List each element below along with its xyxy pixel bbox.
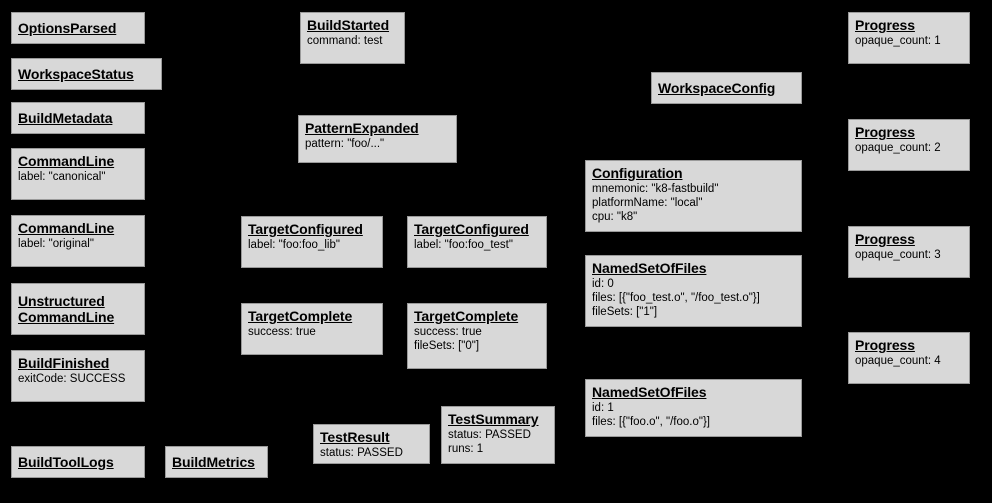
node-title: NamedSetOfFiles xyxy=(592,260,707,276)
node-body: status: PASSED runs: 1 xyxy=(448,429,531,455)
node-build-finished[interactable]: BuildFinished exitCode: SUCCESS xyxy=(11,350,145,402)
node-body: pattern: "foo/..." xyxy=(305,138,385,150)
node-title: TargetConfigured xyxy=(414,221,529,237)
node-title: TargetComplete xyxy=(414,308,519,324)
node-title: TestSummary xyxy=(448,411,539,427)
node-title: Unstructured CommandLine xyxy=(18,292,115,325)
node-body: id: 0 files: [{"foo_test.o", "/foo_test.… xyxy=(592,278,760,318)
node-build-metadata[interactable]: BuildMetadata xyxy=(11,102,145,134)
node-body: opaque_count: 3 xyxy=(855,249,941,261)
node-title: NamedSetOfFiles xyxy=(592,384,707,400)
node-body: id: 1 files: [{"foo.o", "/foo.o"}] xyxy=(592,402,710,428)
node-title: Progress xyxy=(855,124,915,140)
node-body: status: PASSED xyxy=(320,447,403,459)
node-test-summary[interactable]: TestSummary status: PASSED runs: 1 xyxy=(441,406,555,464)
node-title: CommandLine xyxy=(18,220,115,236)
node-configuration[interactable]: Configuration mnemonic: "k8-fastbuild" pl… xyxy=(585,160,802,232)
node-title: Progress xyxy=(855,231,915,247)
node-workspace-status[interactable]: WorkspaceStatus xyxy=(11,58,162,90)
node-named-set-of-files-0[interactable]: NamedSetOfFiles id: 0 files: [{"foo_test.… xyxy=(585,255,802,327)
node-body: opaque_count: 2 xyxy=(855,142,941,154)
node-body: success: true xyxy=(248,326,316,338)
node-title: Progress xyxy=(855,17,915,33)
node-body: opaque_count: 4 xyxy=(855,355,941,367)
node-title: WorkspaceConfig xyxy=(658,79,776,96)
node-title: CommandLine xyxy=(18,153,115,169)
node-body: label: "original" xyxy=(18,238,94,250)
node-title: TestResult xyxy=(320,429,390,445)
node-build-started[interactable]: BuildStarted command: test xyxy=(300,12,405,64)
node-title: BuildFinished xyxy=(18,355,110,371)
node-pattern-expanded[interactable]: PatternExpanded pattern: "foo/..." xyxy=(298,115,457,163)
node-options-parsed[interactable]: OptionsParsed xyxy=(11,12,145,44)
node-named-set-of-files-1[interactable]: NamedSetOfFiles id: 1 files: [{"foo.o", "… xyxy=(585,379,802,437)
node-target-configured-test[interactable]: TargetConfigured label: "foo:foo_test" xyxy=(407,216,547,268)
node-title: BuildToolLogs xyxy=(18,453,114,470)
node-progress-3[interactable]: Progress opaque_count: 3 xyxy=(848,226,970,278)
node-progress-4[interactable]: Progress opaque_count: 4 xyxy=(848,332,970,384)
node-build-metrics[interactable]: BuildMetrics xyxy=(165,446,268,478)
node-title: TargetConfigured xyxy=(248,221,363,237)
node-title: Progress xyxy=(855,337,915,353)
node-title: OptionsParsed xyxy=(18,19,117,36)
node-test-result[interactable]: TestResult status: PASSED xyxy=(313,424,430,464)
node-workspace-config[interactable]: WorkspaceConfig xyxy=(651,72,802,104)
node-body: success: true fileSets: ["0"] xyxy=(414,326,482,352)
node-body: label: "foo:foo_lib" xyxy=(248,239,340,251)
node-target-configured-lib[interactable]: TargetConfigured label: "foo:foo_lib" xyxy=(241,216,383,268)
node-command-line-canonical[interactable]: CommandLine label: "canonical" xyxy=(11,148,145,200)
node-body: command: test xyxy=(307,35,383,47)
node-body: exitCode: SUCCESS xyxy=(18,373,126,385)
node-title: BuildMetrics xyxy=(172,453,255,470)
node-body: label: "foo:foo_test" xyxy=(414,239,513,251)
node-progress-1[interactable]: Progress opaque_count: 1 xyxy=(848,12,970,64)
node-title: WorkspaceStatus xyxy=(18,65,134,82)
node-title: BuildMetadata xyxy=(18,109,113,126)
node-body: mnemonic: "k8-fastbuild" platformName: "… xyxy=(592,183,719,223)
node-title: Configuration xyxy=(592,165,683,181)
node-title: BuildStarted xyxy=(307,17,390,33)
node-target-complete-test[interactable]: TargetComplete success: true fileSets: ["… xyxy=(407,303,547,369)
node-build-tool-logs[interactable]: BuildToolLogs xyxy=(11,446,145,478)
node-title: PatternExpanded xyxy=(305,120,419,136)
node-unstructured-command-line[interactable]: Unstructured CommandLine xyxy=(11,283,145,335)
node-body: opaque_count: 1 xyxy=(855,35,941,47)
node-progress-2[interactable]: Progress opaque_count: 2 xyxy=(848,119,970,171)
node-command-line-original[interactable]: CommandLine label: "original" xyxy=(11,215,145,267)
node-target-complete-lib[interactable]: TargetComplete success: true xyxy=(241,303,383,355)
node-title: TargetComplete xyxy=(248,308,353,324)
node-body: label: "canonical" xyxy=(18,171,106,183)
